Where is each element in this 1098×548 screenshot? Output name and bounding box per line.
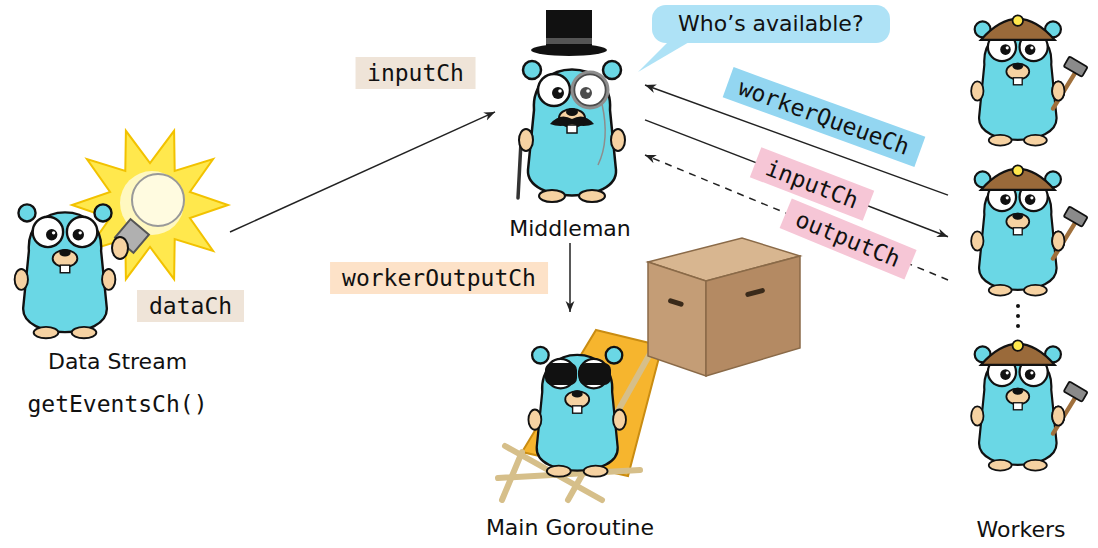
figure-caption: Workers — [977, 516, 1066, 544]
monocle-chain — [598, 104, 605, 165]
channel-arrow — [645, 155, 948, 280]
ellipsis-dot — [1016, 324, 1020, 328]
box-handle — [667, 298, 684, 308]
figure-caption: Data Stream — [48, 348, 187, 376]
channel-label: dataCh — [137, 290, 244, 322]
speech-bubble: Who’s available? — [652, 5, 890, 43]
data-stream-figure: Data Stream getEventsCh() — [5, 120, 230, 418]
data-stream-gopher — [15, 204, 116, 338]
chair-frame — [502, 452, 522, 500]
workers-figure: Workers — [948, 4, 1094, 544]
channel-label: inputCh — [749, 147, 873, 220]
middleman-figure: Middleman — [495, 15, 645, 243]
main-gopher — [528, 347, 626, 477]
channel-arrow — [569, 243, 571, 312]
channel-label: inputCh — [355, 57, 476, 89]
chair-frame — [498, 336, 660, 500]
bubble-text: Who’s available? — [678, 9, 864, 39]
box-front — [648, 262, 706, 376]
box-handle — [745, 287, 766, 297]
chair-fabric — [522, 330, 662, 476]
channel-label: workerOutputCh — [330, 262, 548, 294]
ellipsis-dot — [1016, 314, 1020, 318]
channel-label: workerQueueCh — [722, 67, 925, 167]
channel-arrow — [645, 120, 948, 237]
bubble-tail — [638, 38, 696, 72]
monocle — [572, 72, 608, 108]
worker-gopher — [971, 15, 1088, 145]
figure-caption: Main Goroutine — [486, 514, 654, 542]
worker-gopher — [971, 340, 1088, 470]
middleman-gopher — [519, 61, 625, 202]
sunglasses — [579, 363, 611, 385]
hat-brim — [531, 44, 607, 56]
ellipsis-dot — [1016, 304, 1020, 308]
hat-band — [546, 38, 592, 44]
function-name: getEventsCh() — [27, 390, 207, 418]
sunglasses — [545, 363, 577, 385]
light-bulb — [132, 174, 184, 226]
worker-gopher — [971, 165, 1088, 295]
mustache — [550, 116, 594, 126]
gopher-hand — [112, 237, 128, 259]
channel-label: outputCh — [780, 198, 917, 279]
main-goroutine-figure: Main Goroutine — [470, 312, 670, 542]
channel-arrow — [230, 112, 495, 232]
figure-caption: Middleman — [509, 215, 631, 243]
box-side — [706, 256, 800, 376]
